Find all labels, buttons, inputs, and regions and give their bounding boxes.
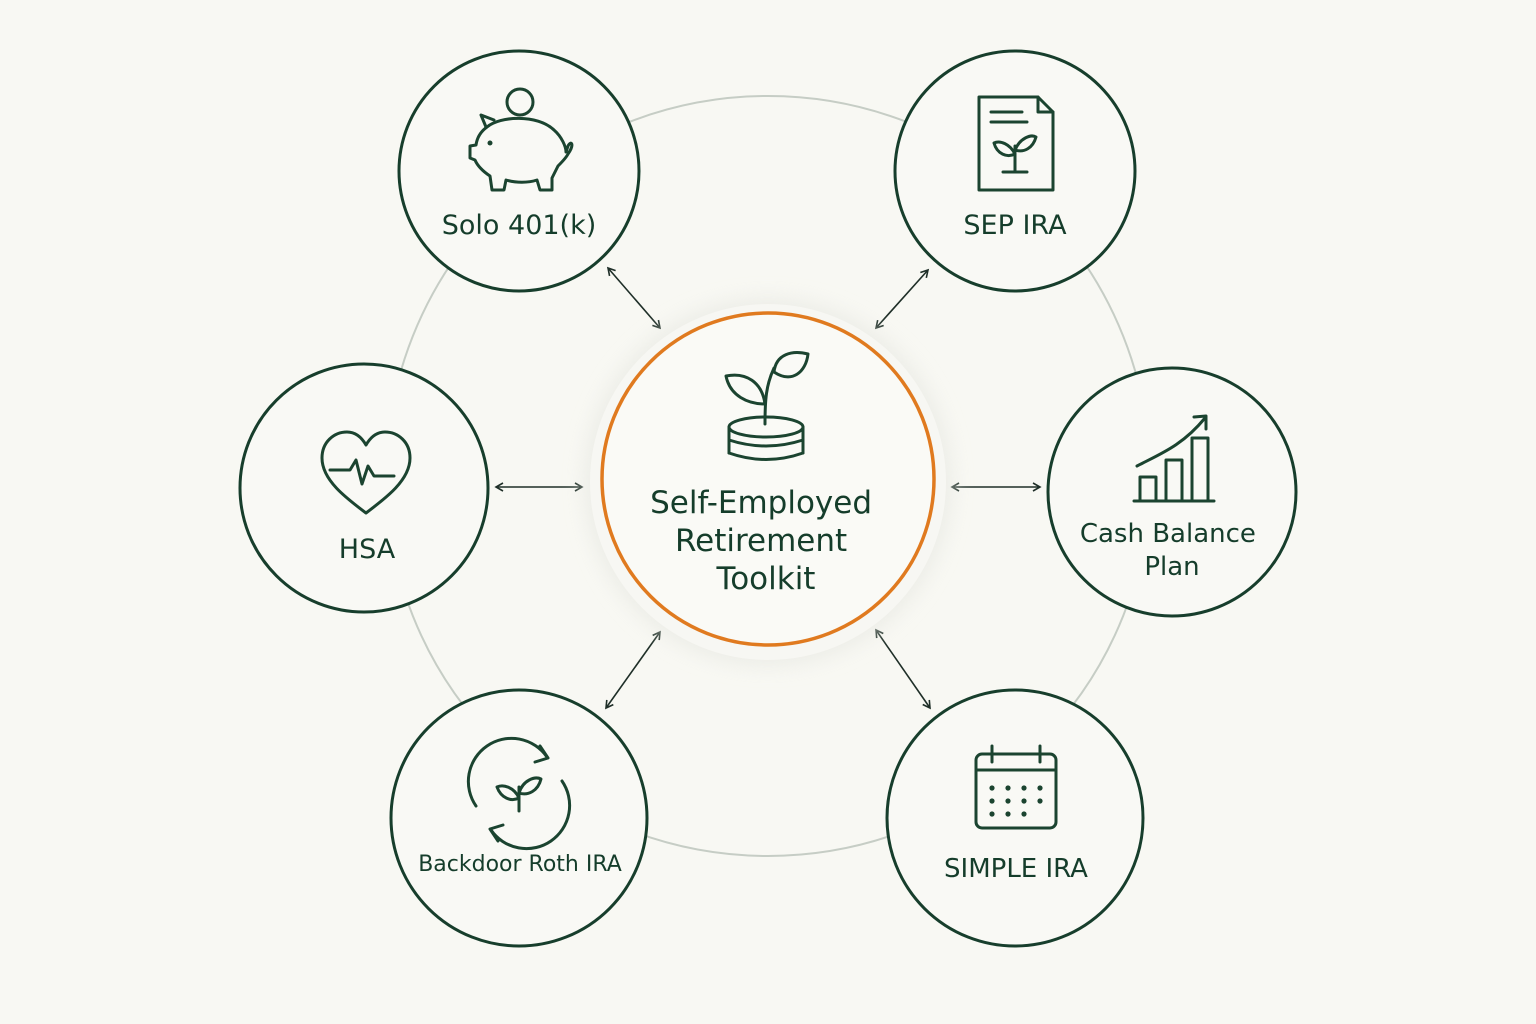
label-sep-ira: SEP IRA (963, 210, 1067, 241)
label-cash-balance-plan-1: Cash Balance (1080, 519, 1256, 549)
label-cash-balance-plan-2: Plan (1144, 552, 1199, 582)
arrow-solo-401k (606, 266, 662, 330)
node-simple-ira[interactable]: SIMPLE IRA (885, 688, 1145, 948)
arrow-simple-ira (875, 628, 931, 710)
node-circle (1046, 366, 1298, 618)
label-simple-ira: SIMPLE IRA (944, 854, 1088, 884)
heart-pulse-icon (320, 430, 412, 515)
node-sep-ira[interactable]: SEP IRA (893, 49, 1137, 293)
node-backdoor-roth-ira[interactable]: Backdoor Roth IRA (389, 688, 649, 948)
node-circle (238, 362, 490, 614)
document-plant-icon (977, 95, 1055, 192)
arrow-sep-ira (874, 268, 930, 330)
hub-label: Self-Employed Retirement Toolkit (650, 485, 882, 597)
connector-arrows (494, 266, 1042, 710)
recycle-plant-icon (466, 736, 572, 851)
label-backdoor-roth-ira: Backdoor Roth IRA (418, 852, 622, 877)
node-label: Solo 401(k) (442, 210, 597, 241)
node-label: Backdoor Roth IRA (418, 852, 622, 877)
hub-label-line-2: Retirement (675, 523, 847, 559)
node-label: SIMPLE IRA (944, 854, 1088, 884)
node-label: Cash Balance Plan (1080, 519, 1264, 582)
piggy-bank-icon (468, 87, 574, 192)
node-cash-balance-plan[interactable]: Cash Balance Plan (1046, 366, 1298, 618)
node-label: HSA (339, 534, 396, 565)
node-label: SEP IRA (963, 210, 1067, 241)
node-hsa[interactable]: HSA (238, 362, 490, 614)
hub-circle (600, 311, 936, 647)
label-solo-401k: Solo 401(k) (442, 210, 597, 241)
hub-label-line-1: Self-Employed (650, 485, 872, 521)
label-hsa: HSA (339, 534, 396, 565)
plant-coins-icon (724, 351, 810, 461)
hub-node[interactable]: Self-Employed Retirement Toolkit (584, 298, 952, 666)
node-solo-401k[interactable]: Solo 401(k) (397, 49, 641, 293)
node-circle (389, 688, 649, 948)
node-circle (885, 688, 1145, 948)
arrow-backdoor-roth-ira (605, 630, 661, 710)
hub-label-line-3: Toolkit (716, 561, 816, 597)
calendar-icon (974, 744, 1058, 830)
node-circle (397, 49, 641, 293)
growth-chart-icon (1132, 414, 1216, 503)
